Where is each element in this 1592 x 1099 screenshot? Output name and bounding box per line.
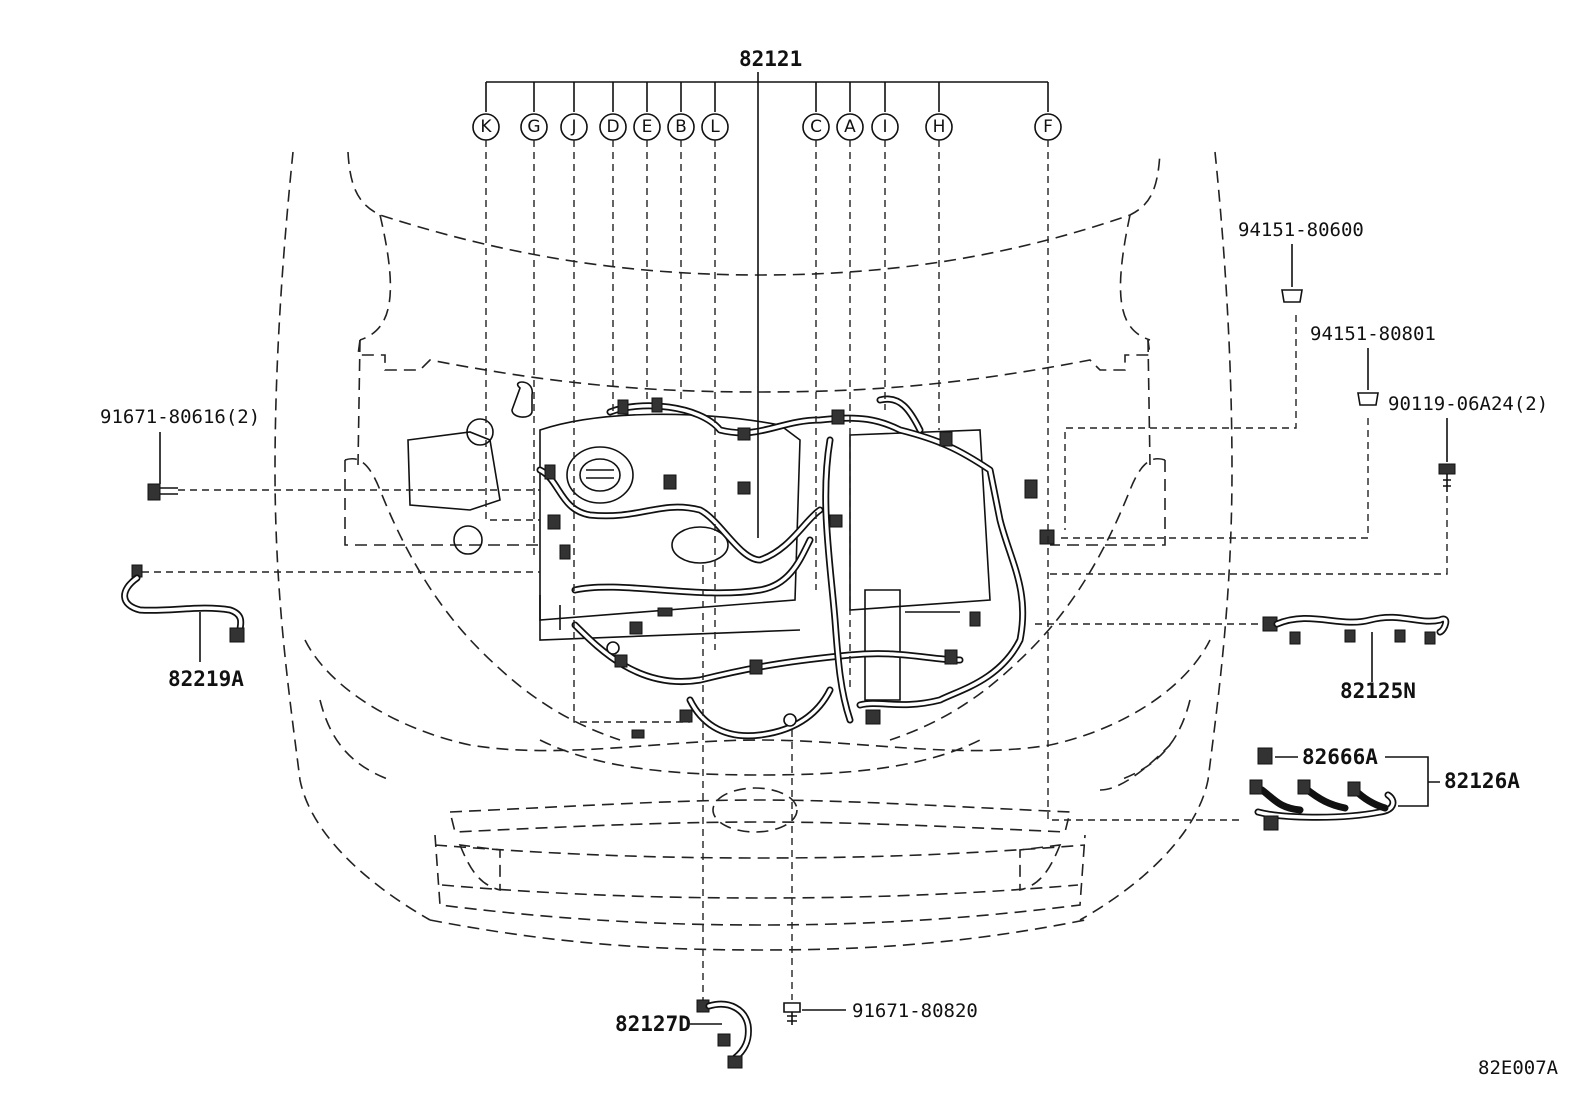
callout-d: D bbox=[599, 113, 627, 141]
callout-a-letter: A bbox=[844, 117, 856, 137]
nut-b-icon bbox=[1060, 348, 1379, 539]
callout-l: L bbox=[701, 113, 729, 141]
bolt-bottom-part-number: 91671-80820 bbox=[852, 1000, 978, 1022]
callout-l-letter: L bbox=[710, 117, 720, 137]
callout-d-letter: D bbox=[606, 117, 619, 137]
harness-assy-82126a-icon bbox=[1249, 756, 1440, 831]
connector-82666a-icon bbox=[1257, 747, 1298, 765]
connector-small-part-number: 82666A bbox=[1302, 745, 1378, 769]
callout-g: G bbox=[520, 113, 548, 141]
callout-h: H bbox=[925, 113, 953, 141]
callout-g-letter: G bbox=[527, 117, 540, 137]
callout-f: F bbox=[1034, 113, 1062, 141]
main-harness-part-number: 82121 bbox=[739, 47, 802, 71]
callout-c: C bbox=[802, 113, 830, 141]
main-harness-callout bbox=[485, 72, 1049, 538]
callout-k: K bbox=[472, 113, 500, 141]
harness-bottom-82127d bbox=[690, 565, 752, 1069]
harness-bottom-part-number: 82127D bbox=[615, 1012, 691, 1036]
callout-b-letter: B bbox=[675, 117, 687, 137]
diagram-code: 82E007A bbox=[1478, 1057, 1559, 1079]
harness-right-82125n bbox=[1035, 613, 1450, 682]
callout-j-letter: J bbox=[570, 117, 576, 137]
nut-a-icon bbox=[1064, 244, 1303, 530]
callout-k-letter: K bbox=[480, 117, 492, 137]
callout-e: E bbox=[633, 113, 661, 141]
main-wire-harness bbox=[536, 395, 1055, 740]
callout-leader-lines bbox=[485, 140, 1240, 821]
callout-c-letter: C bbox=[810, 117, 822, 137]
harness-right-part-number: 82125N bbox=[1340, 679, 1416, 703]
callout-i-letter: I bbox=[882, 117, 887, 137]
bolt-left-part-number: 91671-80616(2) bbox=[100, 406, 260, 428]
harness-left-82219a bbox=[121, 564, 540, 662]
callout-f-letter: F bbox=[1043, 117, 1053, 137]
harness-left-part-number: 82219A bbox=[168, 667, 244, 691]
callout-a: A bbox=[836, 113, 864, 141]
callout-h-letter: H bbox=[933, 117, 946, 137]
nut-b-part-number: 94151-80801 bbox=[1310, 323, 1436, 345]
callout-i: I bbox=[871, 113, 899, 141]
vehicle-body-outline bbox=[274, 151, 1233, 951]
callout-b: B bbox=[667, 113, 695, 141]
bolt-right-part-number: 90119-06A24(2) bbox=[1388, 393, 1548, 415]
callout-e-letter: E bbox=[642, 117, 653, 137]
harness-assy-part-number: 82126A bbox=[1444, 769, 1520, 793]
bolt-left-icon bbox=[147, 432, 540, 501]
callout-j: J bbox=[560, 113, 588, 141]
nut-a-part-number: 94151-80600 bbox=[1238, 219, 1364, 241]
bolt-right-icon bbox=[1050, 418, 1456, 575]
bolt-bottom-icon bbox=[783, 730, 846, 1025]
